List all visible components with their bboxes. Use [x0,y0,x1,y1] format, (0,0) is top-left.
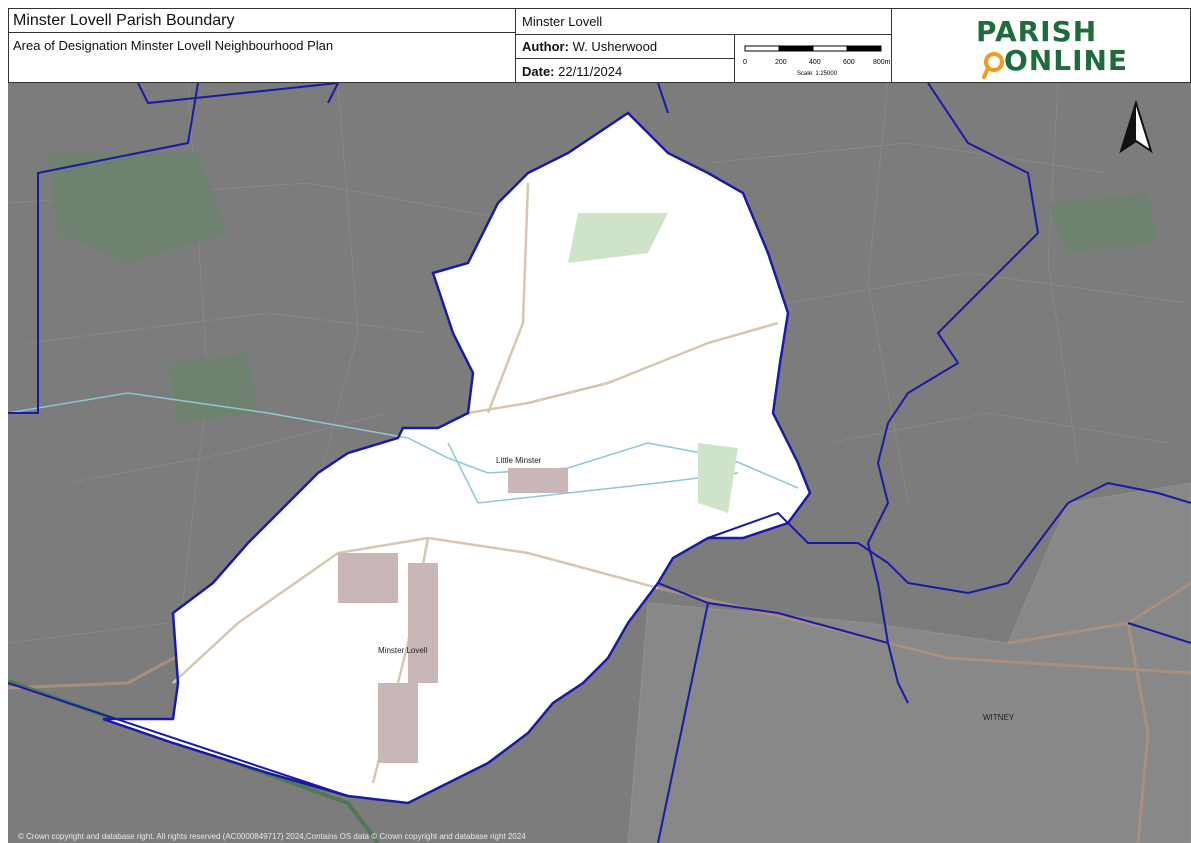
author-label: Author: [522,39,569,54]
scale-tick-200: 200 [775,59,787,66]
date-value: 22/11/2024 [558,64,623,79]
scale-tick-800m: 800m [873,59,891,66]
scale-tick-600: 600 [843,59,855,66]
author-field: Author: W. Usherwood [516,35,735,59]
place-name: Minster Lovell [516,9,892,35]
green-fields [568,213,738,513]
map-canvas[interactable]: Little Minster Minster Lovell WITNEY © C… [8,83,1191,843]
scale-bar: 0 200 400 600 800m Scale: 1:25000 [735,35,892,84]
label-little-minster: Little Minster [496,456,542,465]
logo-line-2: ONLINE [1004,44,1129,77]
parish-online-logo: PARISH ONLINE [892,9,1190,84]
buildings-minster-lovell [338,468,568,763]
location-pin-icon [982,52,1004,79]
map-title: Minster Lovell Parish Boundary [9,9,516,33]
witney-urban-area [627,482,1191,843]
label-witney: WITNEY [983,713,1015,722]
north-arrow-icon [1119,99,1153,154]
scale-ratio: Scale: 1:25000 [797,71,838,77]
date-label: Date: [522,64,555,79]
logo-line-1: PARISH [976,15,1098,48]
woodland-areas [48,153,1158,423]
neighbouring-parish-boundaries [8,83,1191,843]
copyright-notice: © Crown copyright and database right. Al… [18,832,526,841]
author-value: W. Usherwood [572,39,658,54]
scale-tick-0: 0 [743,59,747,66]
map-subtitle: Area of Designation Minster Lovell Neigh… [9,33,516,84]
designated-area [103,113,810,803]
map-header: Minster Lovell Parish Boundary Area of D… [8,8,1191,84]
scale-tick-400: 400 [809,59,821,66]
map-svg: Little Minster Minster Lovell WITNEY [8,83,1191,843]
scale-bar-graphic: 0 200 400 600 800m Scale: 1:25000 [743,45,891,77]
date-field: Date: 22/11/2024 [516,59,735,84]
label-minster-lovell: Minster Lovell [378,646,428,655]
